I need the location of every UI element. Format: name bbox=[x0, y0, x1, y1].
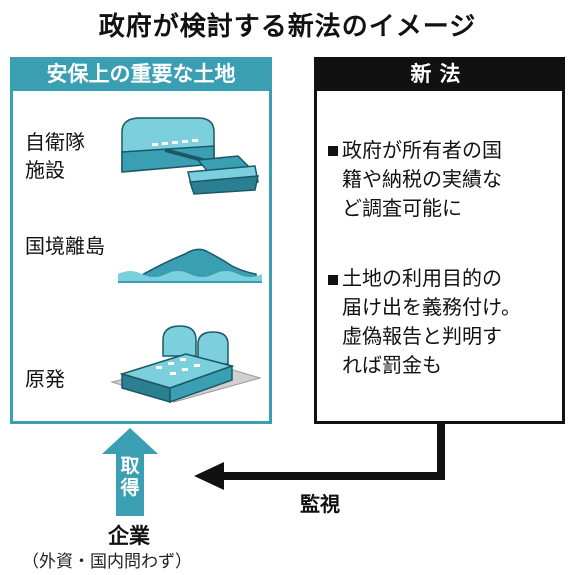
acquire-label: 取 得 bbox=[120, 455, 140, 499]
bullet-marker bbox=[328, 275, 338, 285]
bullet-text-1: 政府が所有者の国 籍や納税の実績な ど調査可能に bbox=[342, 138, 502, 220]
item-label-nuclear: 原発 bbox=[25, 367, 65, 391]
monitor-label: 監視 bbox=[300, 492, 340, 516]
monitor-arrow bbox=[194, 422, 445, 490]
important-land-header: 安保上の重要な土地 bbox=[10, 57, 272, 91]
item-label-island: 国境離島 bbox=[25, 234, 105, 258]
bullet-marker bbox=[328, 146, 338, 156]
island-icon bbox=[118, 248, 262, 283]
acquire-arrow bbox=[102, 428, 158, 516]
company-sublabel: （外資・国内問わず） bbox=[22, 552, 192, 572]
bullet-text-2: 土地の利用目的の 届け出を義務付け。 虚偽報告と判明す れば罰金も bbox=[342, 266, 521, 377]
nuclear-plant-icon bbox=[110, 325, 262, 404]
military-base-tank-icon bbox=[121, 117, 259, 195]
company-label: 企業 bbox=[108, 524, 150, 548]
item-label-sdf: 自衛隊 施設 bbox=[25, 130, 85, 182]
new-law-header: 新法 bbox=[314, 57, 565, 91]
page-title: 政府が検討する新法のイメージ bbox=[98, 12, 477, 42]
